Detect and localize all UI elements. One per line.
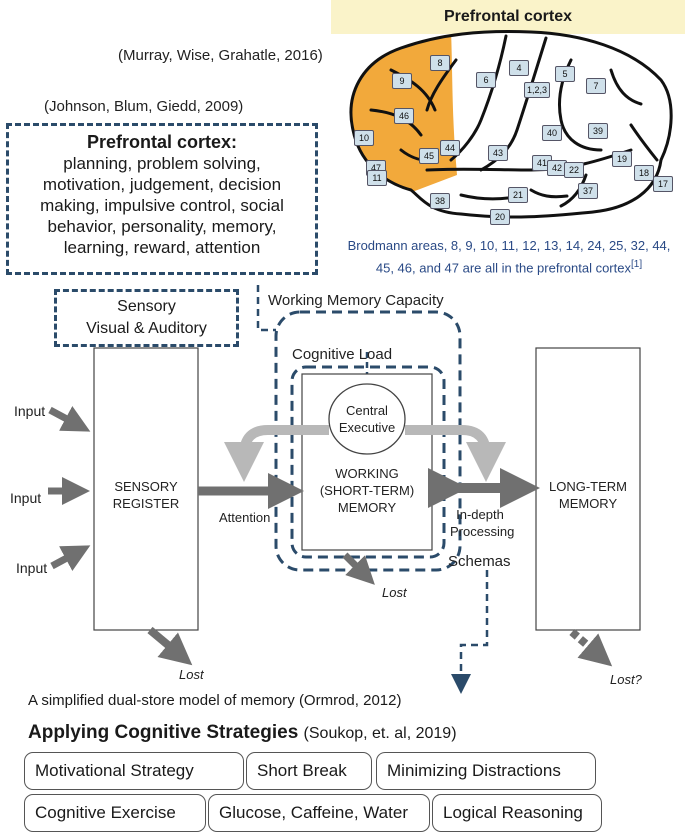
brodmann-area-tag: 10: [354, 130, 374, 146]
long-term-memory-line: LONG-TERM: [549, 479, 627, 494]
citation-johnson: (Johnson, Blum, Giedd, 2009): [44, 98, 244, 115]
strategy-chip: Motivational Strategy: [24, 752, 244, 790]
input-label: Input: [16, 560, 48, 576]
strategies-heading: Applying Cognitive Strategies (Soukop, e…: [28, 722, 457, 744]
schemas-label: Schemas: [448, 553, 511, 570]
brodmann-area-tag: 22: [564, 162, 584, 178]
strategies-title: Applying Cognitive Strategies: [28, 722, 299, 743]
model-caption: A simplified dual-store model of memory …: [28, 692, 402, 709]
pfc-functions-box: Prefrontal cortex: planning, problem sol…: [6, 123, 318, 275]
strategy-chip: Glucose, Caffeine, Water: [208, 794, 430, 832]
strategies-citation: (Soukop, et. al, 2019): [303, 725, 457, 742]
brain-panel: Prefrontal cortex Brodma: [331, 0, 685, 280]
lost-maybe-label: Lost?: [610, 672, 642, 687]
brodmann-area-tag: 5: [555, 66, 575, 82]
sensory-register-line: SENSORY: [114, 479, 178, 494]
central-executive-line: Executive: [338, 420, 396, 435]
brodmann-area-tag: 40: [542, 125, 562, 141]
brodmann-caption-text: Brodmann areas, 8, 9, 10, 11, 12, 13, 14…: [347, 238, 671, 276]
input-label: Input: [14, 403, 46, 419]
in-depth-processing-label: In-depth Processing: [450, 506, 515, 540]
long-term-memory-box: [535, 347, 641, 631]
brodmann-area-tag: 45: [419, 148, 439, 164]
central-executive-ellipse: [328, 383, 406, 455]
brodmann-area-tag: 37: [578, 183, 598, 199]
pfc-functions-line: behavior, personality, memory,: [47, 217, 277, 236]
brodmann-area-tag: 9: [392, 73, 412, 89]
central-executive-line: Central: [346, 403, 388, 418]
brodmann-area-tag: 11: [367, 170, 387, 186]
sensory-register-label: SENSORY REGISTER: [94, 478, 198, 512]
brodmann-area-tag: 46: [394, 108, 414, 124]
brodmann-area-tag: 19: [612, 151, 632, 167]
pfc-functions-line: making, impulsive control, social: [40, 196, 284, 215]
sensory-register-box: [93, 347, 199, 631]
brodmann-area-tag: 1,2,3: [524, 82, 551, 98]
brodmann-area-tag: 18: [634, 165, 654, 181]
working-memory-capacity-label: Working Memory Capacity: [268, 292, 444, 309]
brain-panel-title: Prefrontal cortex: [331, 0, 685, 34]
long-term-memory-label: LONG-TERM MEMORY: [536, 478, 640, 512]
strategy-chip: Cognitive Exercise: [24, 794, 206, 832]
cognitive-load-label: Cognitive Load: [292, 346, 393, 363]
brodmann-area-tag: 38: [430, 193, 450, 209]
pfc-functions-title: Prefrontal cortex:: [86, 132, 238, 152]
brodmann-area-tag: 7: [586, 78, 606, 94]
brodmann-area-tag: 43: [488, 145, 508, 161]
sensory-modalities-box: Sensory Visual & Auditory: [54, 289, 239, 347]
brodmann-area-tag: 20: [490, 209, 510, 225]
brodmann-area-tag: 42: [547, 160, 567, 176]
pfc-functions-line: learning, reward, attention: [63, 238, 261, 257]
brodmann-area-tag: 21: [508, 187, 528, 203]
lost-label: Lost: [382, 585, 407, 600]
brodmann-area-tag: 4: [509, 60, 529, 76]
in-depth-line: Processing: [450, 524, 515, 539]
pfc-functions-line: motivation, judgement, decision: [42, 175, 282, 194]
input-label: Input: [10, 490, 42, 506]
sensory-line: Sensory: [117, 298, 176, 315]
brodmann-area-tag: 44: [440, 140, 460, 156]
brodmann-area-tag: 8: [430, 55, 450, 71]
strategy-chip: Minimizing Distractions: [376, 752, 596, 790]
sensory-register-line: REGISTER: [112, 496, 180, 511]
brodmann-area-tag: 17: [653, 176, 673, 192]
working-memory-line: MEMORY: [337, 500, 397, 515]
in-depth-line: In-depth: [456, 507, 504, 522]
working-memory-label: WORKING (SHORT-TERM) MEMORY: [302, 465, 432, 516]
strategy-chip: Logical Reasoning: [432, 794, 602, 832]
lost-label: Lost: [179, 667, 204, 682]
brodmann-caption-ref[interactable]: [1]: [630, 259, 643, 270]
citation-murray: (Murray, Wise, Grahatle, 2016): [118, 47, 323, 64]
working-memory-line: (SHORT-TERM): [319, 483, 415, 498]
working-memory-line: WORKING: [335, 466, 399, 481]
attention-label: Attention: [219, 510, 271, 525]
brodmann-caption: Brodmann areas, 8, 9, 10, 11, 12, 13, 14…: [339, 236, 679, 277]
long-term-memory-line: MEMORY: [558, 496, 618, 511]
sensory-line: Visual & Auditory: [86, 320, 207, 337]
brodmann-area-tag: 6: [476, 72, 496, 88]
pfc-functions-line: planning, problem solving,: [63, 154, 261, 173]
brodmann-area-tag: 39: [588, 123, 608, 139]
central-executive-label: Central Executive: [329, 402, 405, 436]
strategy-chip: Short Break: [246, 752, 372, 790]
